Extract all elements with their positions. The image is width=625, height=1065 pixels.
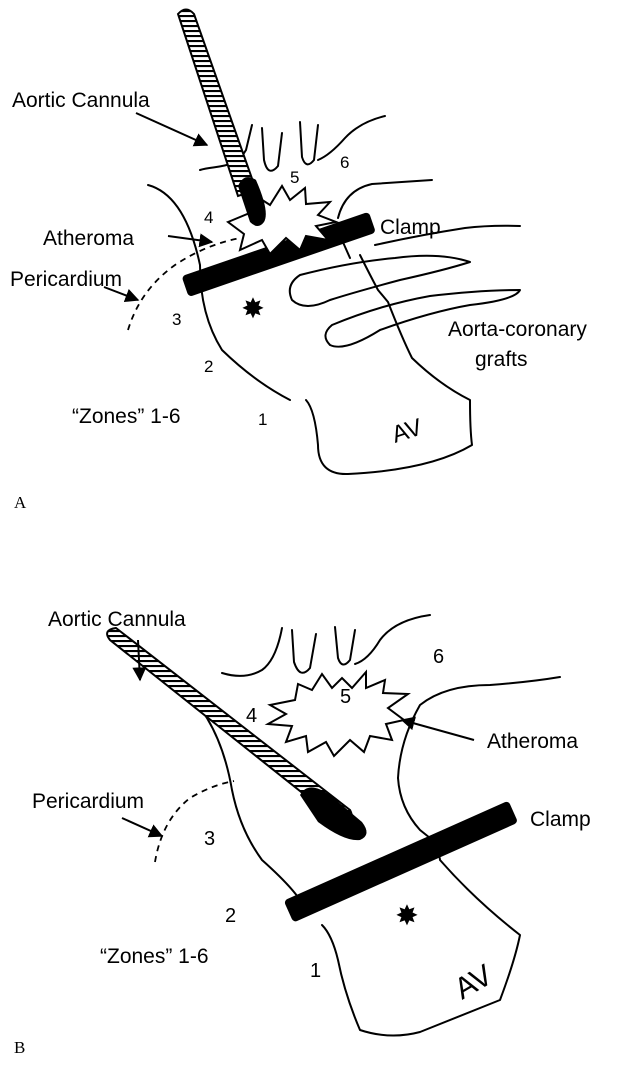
pericardium-line-b — [155, 781, 234, 862]
clamp-label-a: Clamp — [380, 216, 441, 239]
arch-top-curve — [318, 116, 385, 160]
zone-3-b: 3 — [204, 828, 215, 850]
zone-5-b: 5 — [340, 686, 351, 708]
zone-3-a: 3 — [172, 310, 181, 329]
zones-label-a: “Zones” 1-6 — [72, 405, 181, 428]
panel-b: ✸ AV Aortic Cannula Atheroma Pericardium… — [14, 608, 591, 1057]
zone-1-b: 1 — [310, 960, 321, 982]
zone-4-b: 4 — [246, 705, 257, 727]
zone-4-a: 4 — [204, 208, 213, 227]
panel-a: ✸ AV Aortic Cannula Atheroma Pericardium… — [10, 10, 587, 513]
atheroma-arrow-b — [402, 720, 474, 740]
zone-6-b: 6 — [433, 646, 444, 668]
aortic-cannula-a — [178, 10, 266, 227]
aortic-star-a: ✸ — [241, 293, 264, 324]
arch-vessel-u-1 — [262, 128, 282, 171]
atheroma-label-b: Atheroma — [487, 730, 578, 753]
arch-right-wall-b — [398, 677, 560, 778]
aortic-star-b: ✸ — [395, 900, 418, 931]
pericardium-label-b: Pericardium — [32, 790, 144, 813]
av-label-b: AV — [449, 959, 498, 1006]
zones-label-b: “Zones” 1-6 — [100, 945, 209, 968]
atheroma-b — [268, 672, 408, 756]
panel-b-letter: B — [14, 1038, 25, 1057]
graft-lower-outline — [290, 256, 470, 306]
arch-vessel-outline-left-b — [222, 628, 282, 676]
arch-top-curve-b — [355, 615, 430, 664]
arch-vessel-u-2 — [300, 122, 318, 164]
arch-vessel-u-1-b — [292, 630, 316, 673]
aortic-root-outline — [306, 255, 472, 474]
cannula-label-b: Aortic Cannula — [48, 608, 186, 631]
pericardium-label-a: Pericardium — [10, 268, 122, 291]
zone-2-b: 2 — [225, 905, 236, 927]
cannula-arrow-a — [136, 113, 207, 145]
arch-vessel-u-2-b — [335, 627, 355, 665]
atheroma-label-a: Atheroma — [43, 227, 134, 250]
av-label-a: AV — [389, 414, 426, 449]
zone-5-a: 5 — [290, 168, 299, 187]
arch-right-wall — [338, 180, 432, 218]
grafts-label-line2: grafts — [475, 348, 528, 371]
grafts-label-line1: Aorta-coronary — [448, 318, 587, 341]
zone-6-a: 6 — [340, 153, 349, 172]
zone-1-a: 1 — [258, 410, 267, 429]
clamp-label-b: Clamp — [530, 808, 591, 831]
cannula-label-a: Aortic Cannula — [12, 89, 150, 112]
pericardium-arrow-b — [122, 818, 162, 836]
panel-a-letter: A — [14, 493, 27, 512]
zone-2-a: 2 — [204, 357, 213, 376]
atheroma-arrow-a — [168, 236, 212, 242]
